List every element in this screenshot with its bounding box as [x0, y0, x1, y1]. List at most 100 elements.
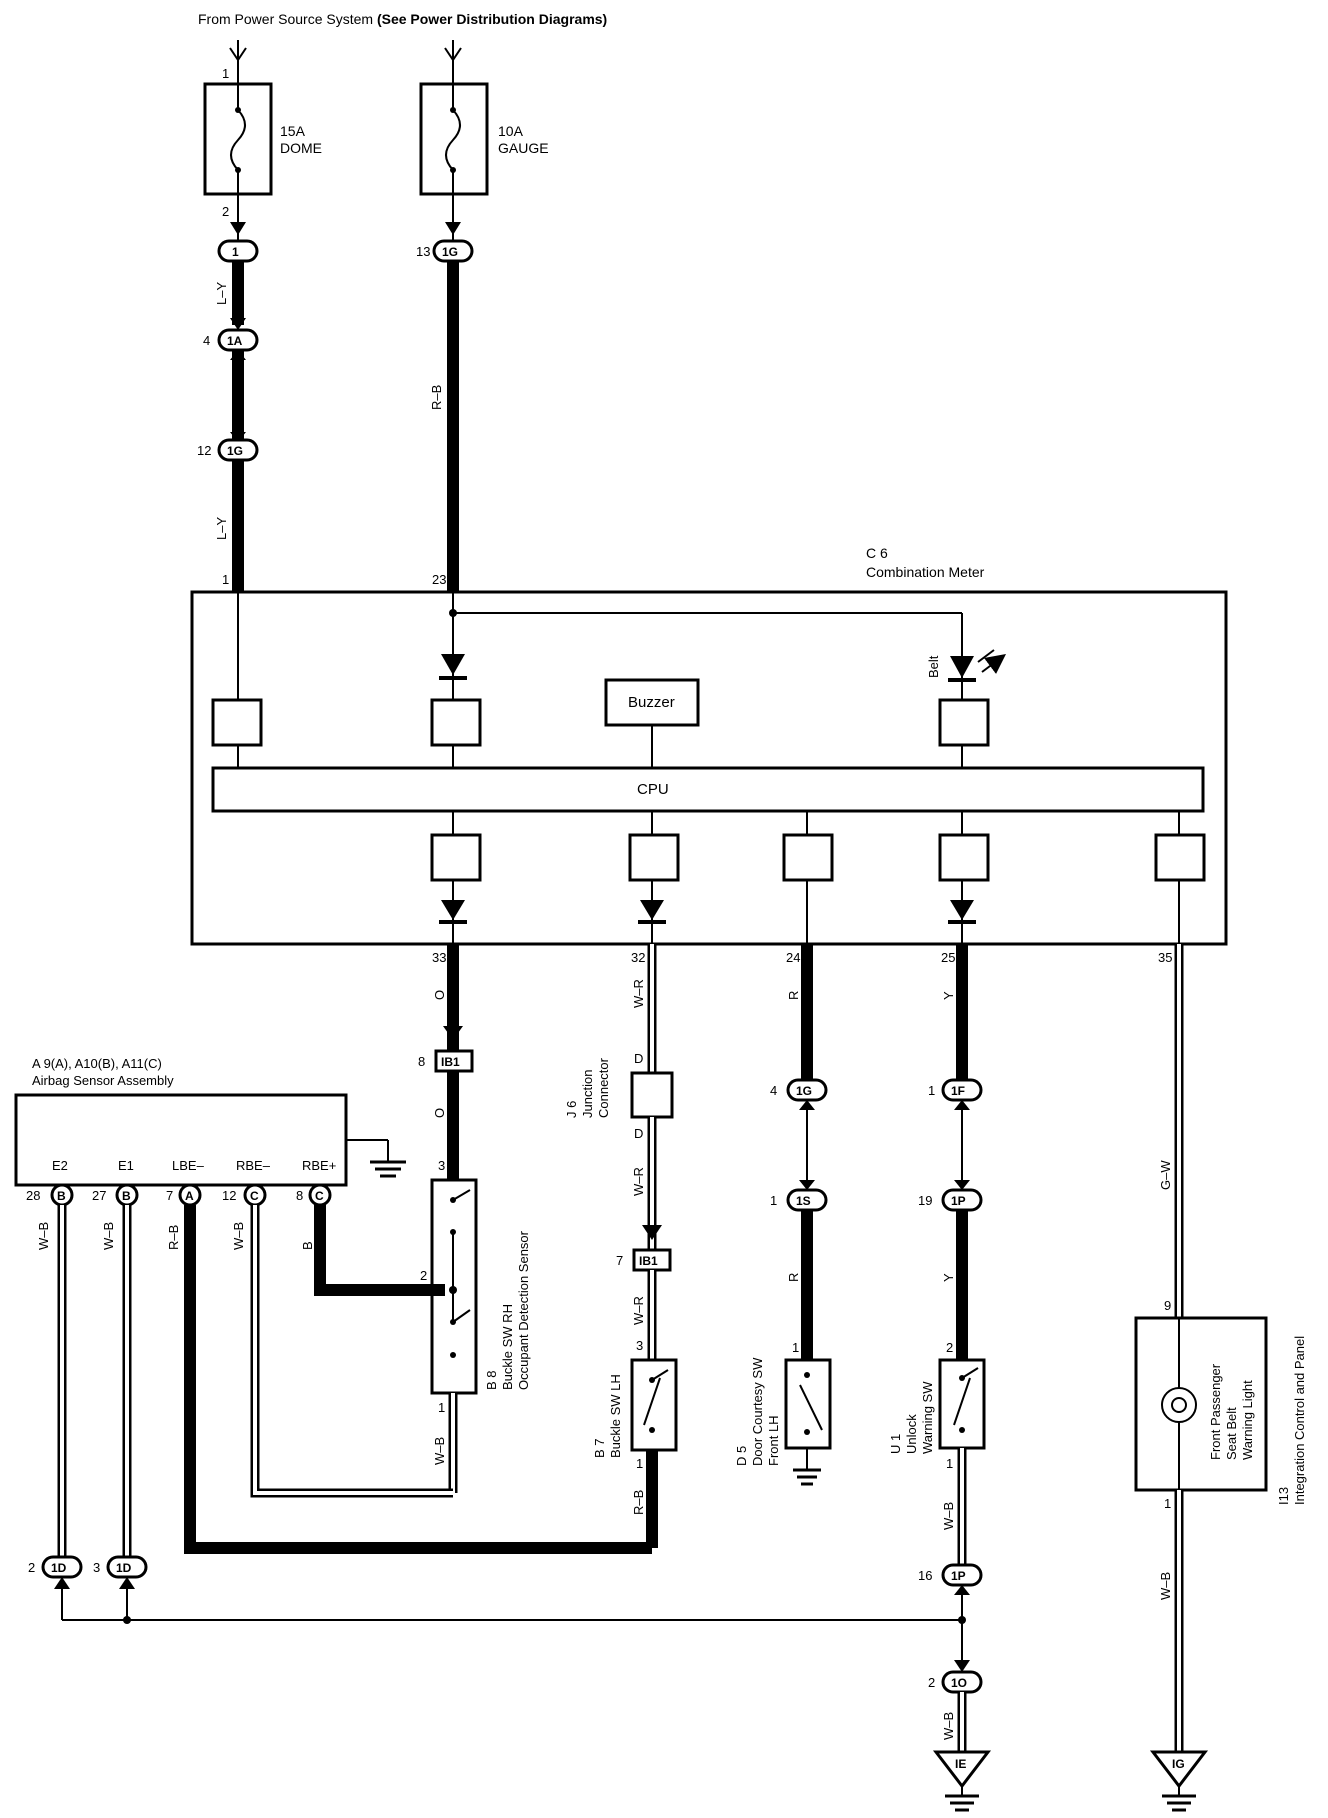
svg-text:C 6: C 6: [866, 545, 888, 561]
svg-text:B 7: B 7: [592, 1438, 607, 1458]
svg-text:W–R: W–R: [631, 979, 646, 1008]
svg-text:2: 2: [928, 1675, 935, 1690]
svg-text:12: 12: [222, 1188, 236, 1203]
svg-text:16: 16: [918, 1568, 932, 1583]
svg-text:O: O: [432, 1108, 447, 1118]
svg-text:2: 2: [28, 1560, 35, 1575]
svg-text:19: 19: [918, 1193, 932, 1208]
svg-text:W–B: W–B: [231, 1222, 246, 1250]
svg-text:R–B: R–B: [166, 1225, 181, 1250]
svg-text:LBE–: LBE–: [172, 1158, 205, 1173]
i13-panel: [1134, 1316, 1268, 1492]
svg-text:7: 7: [166, 1188, 173, 1203]
svg-text:4: 4: [203, 333, 210, 348]
svg-text:1: 1: [222, 66, 229, 81]
svg-text:27: 27: [92, 1188, 106, 1203]
svg-text:W–B: W–B: [36, 1222, 51, 1250]
svg-text:Unlock: Unlock: [904, 1414, 919, 1454]
svg-text:1: 1: [222, 572, 229, 587]
svg-text:IB1: IB1: [639, 1254, 658, 1268]
svg-text:12: 12: [197, 443, 211, 458]
svg-text:1: 1: [438, 1400, 445, 1415]
power-source-label: From Power Source System (See Power Dist…: [198, 11, 607, 27]
svg-text:Occupant Detection Sensor: Occupant Detection Sensor: [516, 1230, 531, 1390]
buckle-sw-lh-circuit: W–R D D J 6 Junction Connector W–R IB1 7…: [564, 944, 678, 1548]
svg-text:Integration Control and Panel: Integration Control and Panel: [1292, 1336, 1307, 1505]
svg-text:8: 8: [296, 1188, 303, 1203]
svg-text:E1: E1: [118, 1158, 134, 1173]
cpu: [211, 766, 1205, 813]
svg-text:RBE+: RBE+: [302, 1158, 336, 1173]
airbag-sensor-assembly: A 9(A), A10(B), A11(C) Airbag Sensor Ass…: [14, 1056, 962, 1624]
svg-text:W–B: W–B: [101, 1222, 116, 1250]
svg-text:28: 28: [26, 1188, 40, 1203]
svg-text:1S: 1S: [796, 1194, 811, 1208]
belt-label: Belt: [926, 655, 941, 678]
svg-text:1G: 1G: [227, 444, 243, 458]
combination-meter: C 6 Combination Meter Belt Buzzer CPU: [190, 545, 1228, 946]
svg-text:2: 2: [222, 204, 229, 219]
svg-text:D 5: D 5: [734, 1446, 749, 1466]
fuse-dome-amps: 15A: [280, 123, 306, 139]
unlock-warning-sw-circuit: Y 1F 1 1P 19 Y 2 1 U 1 Unlock Warning SW…: [888, 944, 992, 1812]
svg-text:3: 3: [636, 1338, 643, 1353]
svg-text:1P: 1P: [951, 1569, 966, 1583]
junction-connector: [630, 1071, 674, 1119]
ground-ig: [1149, 1750, 1209, 1789]
svg-text:Buzzer: Buzzer: [628, 694, 675, 711]
svg-text:A 9(A), A10(B), A11(C): A 9(A), A10(B), A11(C): [32, 1056, 162, 1071]
svg-text:Combination Meter: Combination Meter: [866, 564, 985, 580]
svg-text:W–R: W–R: [631, 1167, 646, 1196]
svg-text:2: 2: [420, 1268, 427, 1283]
fuse-gauge-amps: 10A: [498, 123, 524, 139]
svg-text:7: 7: [616, 1253, 623, 1268]
svg-text:R–B: R–B: [429, 385, 444, 410]
svg-text:Front Passenger: Front Passenger: [1208, 1363, 1223, 1460]
svg-text:33: 33: [432, 950, 446, 965]
svg-text:1: 1: [636, 1456, 643, 1471]
svg-text:W–B: W–B: [1158, 1572, 1173, 1600]
svg-text:Warning Light: Warning Light: [1240, 1380, 1255, 1460]
svg-text:D: D: [634, 1051, 643, 1066]
svg-text:O: O: [432, 990, 447, 1000]
svg-text:R: R: [786, 991, 801, 1000]
svg-text:G–W: G–W: [1158, 1160, 1173, 1190]
svg-text:1P: 1P: [951, 1194, 966, 1208]
svg-text:23: 23: [432, 572, 446, 587]
fuse-gauge-name: GAUGE: [498, 140, 549, 156]
svg-text:35: 35: [1158, 950, 1172, 965]
svg-text:Front LH: Front LH: [766, 1415, 781, 1466]
svg-text:25: 25: [941, 950, 955, 965]
svg-text:R: R: [786, 1273, 801, 1282]
gauge-fuse-column: 10A GAUGE 1G 13 R–B 23: [416, 40, 549, 592]
svg-text:24: 24: [786, 950, 800, 965]
svg-text:3: 3: [93, 1560, 100, 1575]
svg-text:C: C: [250, 1189, 259, 1203]
svg-text:L–Y: L–Y: [214, 282, 229, 305]
svg-text:B: B: [122, 1189, 131, 1203]
svg-text:B 8: B 8: [484, 1370, 499, 1390]
svg-text:D: D: [634, 1126, 643, 1141]
svg-text:1: 1: [232, 245, 239, 259]
svg-text:1D: 1D: [116, 1561, 132, 1575]
svg-text:Y: Y: [941, 991, 956, 1000]
svg-text:Door Courtesy SW: Door Courtesy SW: [750, 1357, 765, 1466]
svg-text:1: 1: [770, 1193, 777, 1208]
svg-text:IG: IG: [1172, 1757, 1185, 1771]
door-courtesy-sw-circuit: R 1G 4 1S 1 R 1 D 5 Door Courtesy SW Fro…: [734, 944, 832, 1486]
svg-text:W–B: W–B: [941, 1502, 956, 1530]
svg-text:4: 4: [770, 1083, 777, 1098]
svg-text:Seat Belt: Seat Belt: [1224, 1407, 1239, 1460]
svg-text:RBE–: RBE–: [236, 1158, 271, 1173]
svg-text:B: B: [57, 1189, 66, 1203]
integration-panel-circuit: G–W 9 Front Passenger Seat Belt Warning …: [1134, 944, 1307, 1812]
svg-text:1: 1: [1164, 1496, 1171, 1511]
svg-text:8: 8: [418, 1054, 425, 1069]
svg-text:1A: 1A: [227, 334, 243, 348]
svg-text:Buckle SW RH: Buckle SW RH: [500, 1304, 515, 1390]
svg-text:J 6: J 6: [564, 1101, 579, 1118]
svg-text:R–B: R–B: [631, 1490, 646, 1515]
buckle-sw-lh: [630, 1358, 678, 1452]
dome-fuse-column: 1 15A DOME 2 1 L–Y 1A 4 1G 12 L–Y 1: [197, 40, 322, 592]
ground-ie: [932, 1750, 992, 1789]
